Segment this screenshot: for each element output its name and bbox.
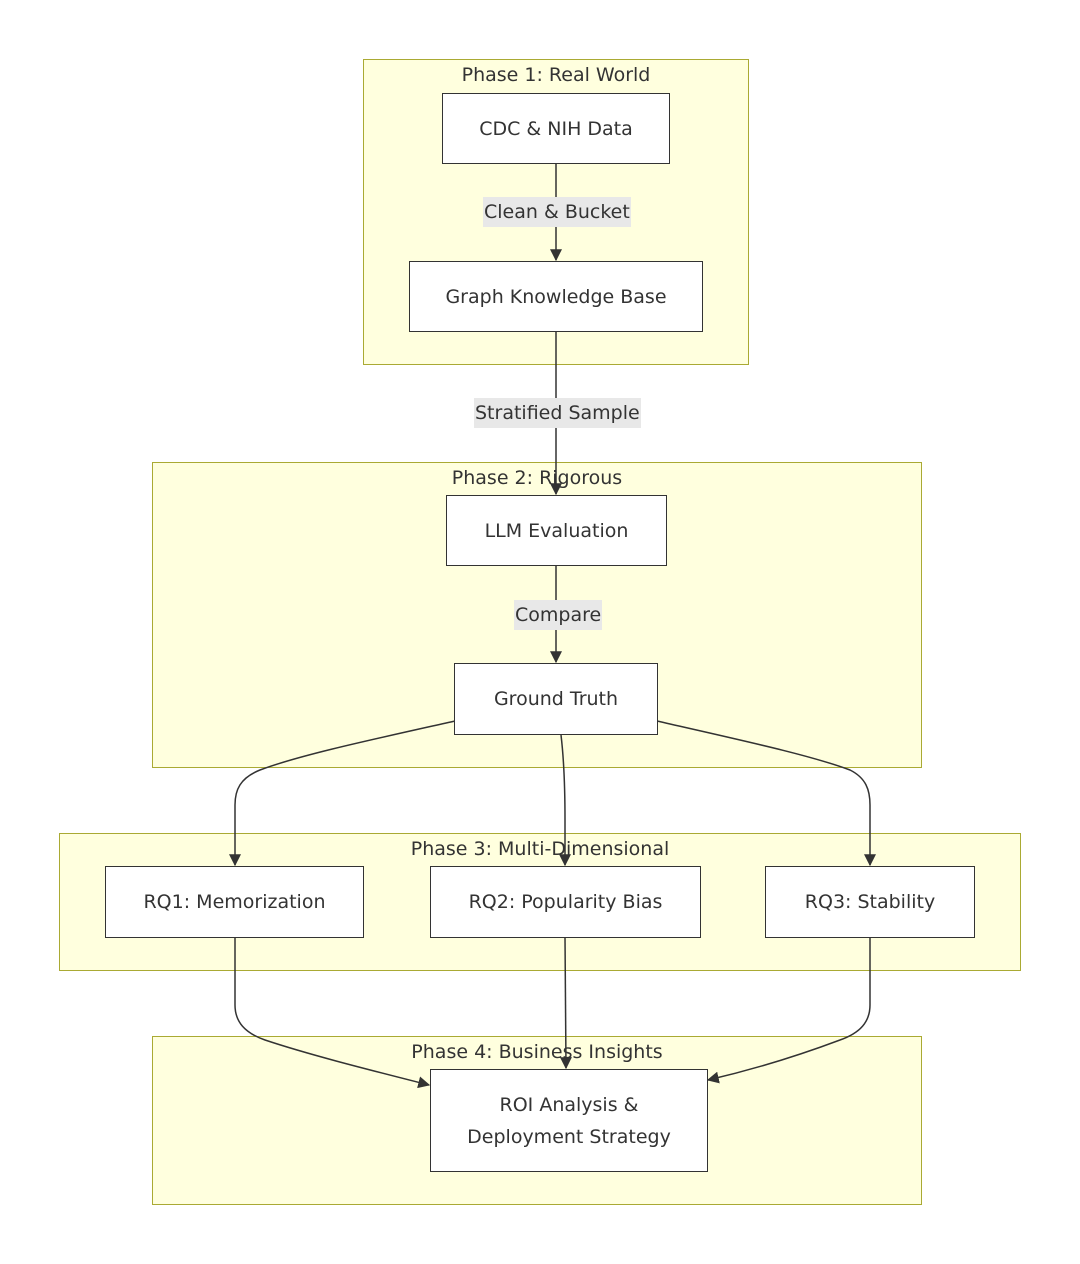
phase-3-title: Phase 3: Multi-Dimensional bbox=[410, 838, 670, 860]
phase-1-title: Phase 1: Real World bbox=[461, 64, 651, 86]
edge-label-compare: Compare bbox=[514, 600, 603, 630]
phase-4-title: Phase 4: Business Insights bbox=[411, 1041, 663, 1063]
node-roi-analysis-deployment[interactable]: ROI Analysis & Deployment Strategy bbox=[430, 1069, 708, 1172]
edge-rq1-to-roi bbox=[234, 937, 431, 1089]
edge-rq2-to-roi bbox=[559, 936, 572, 1070]
node-ground-truth[interactable]: Ground Truth bbox=[454, 663, 658, 735]
node-cdc-nih-data[interactable]: CDC & NIH Data bbox=[442, 93, 670, 164]
node-graph-knowledge-base[interactable]: Graph Knowledge Base bbox=[409, 261, 703, 332]
edge-label-clean-bucket: Clean & Bucket bbox=[483, 197, 631, 227]
node-rq3-stability[interactable]: RQ3: Stability bbox=[765, 866, 975, 938]
node-rq1-memorization[interactable]: RQ1: Memorization bbox=[105, 866, 364, 938]
edge-rq3-to-roi bbox=[706, 937, 871, 1084]
phase-2-title: Phase 2: Rigorous bbox=[451, 467, 623, 489]
node-rq2-popularity-bias[interactable]: RQ2: Popularity Bias bbox=[430, 866, 701, 938]
edge-label-stratified-sample: Stratified Sample bbox=[474, 398, 641, 428]
edge-truth-to-rq1 bbox=[229, 720, 456, 867]
edge-truth-to-rq2 bbox=[559, 734, 571, 867]
node-llm-evaluation[interactable]: LLM Evaluation bbox=[446, 495, 667, 566]
edge-truth-to-rq3 bbox=[656, 720, 876, 867]
